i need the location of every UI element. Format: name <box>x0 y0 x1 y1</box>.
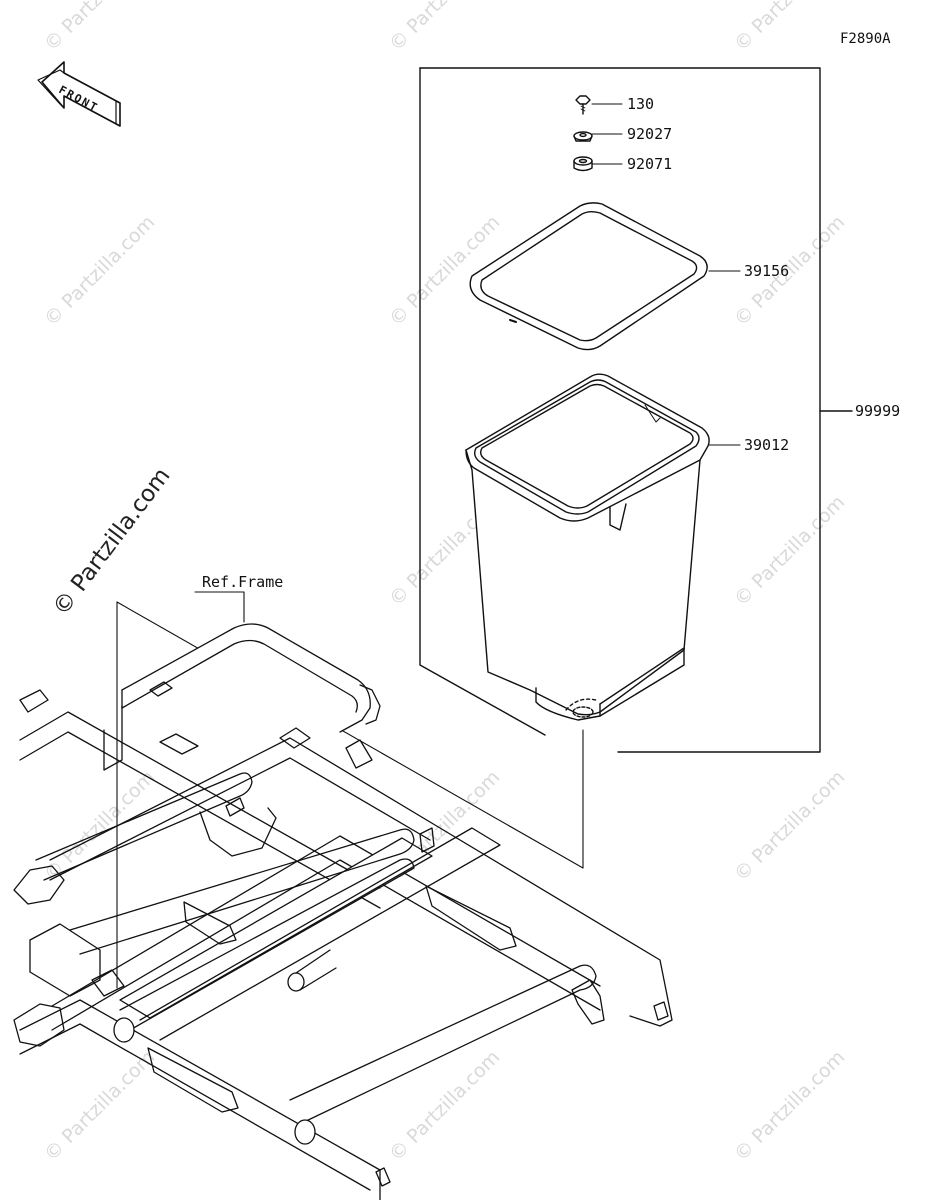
bolt-icon <box>575 95 591 115</box>
front-arrow-icon: FRONT <box>37 61 121 127</box>
part-number-39012[interactable]: 39012 <box>744 436 790 454</box>
ref-frame-label: Ref.Frame <box>202 573 284 591</box>
part-number-92027[interactable]: 92027 <box>627 125 673 143</box>
part-number-130[interactable]: 130 <box>627 95 655 113</box>
figure-code: F2890A <box>840 31 891 47</box>
washer-icon <box>573 131 593 142</box>
part-number-99999[interactable]: 99999 <box>855 402 901 420</box>
part-number-92071[interactable]: 92071 <box>627 155 673 173</box>
storage-box <box>465 373 710 721</box>
part-number-39156[interactable]: 39156 <box>744 262 790 280</box>
grommet-icon <box>573 156 593 172</box>
seal-ring <box>469 202 708 351</box>
ref-frame-leader <box>194 591 245 623</box>
vehicle-frame <box>13 623 673 1200</box>
parts-group-bracket <box>419 67 853 753</box>
